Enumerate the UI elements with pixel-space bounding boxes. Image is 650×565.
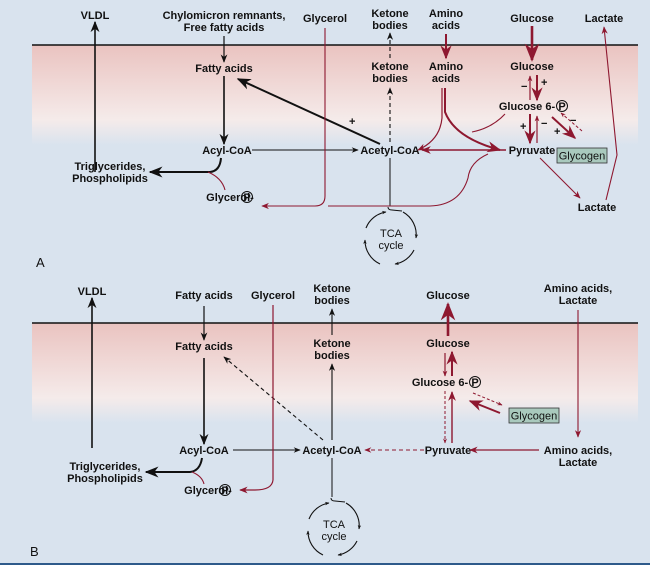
label-phospholipids: Phospholipids [72, 173, 148, 185]
svg-text:cycle: cycle [321, 531, 346, 543]
cell-interior-b [32, 323, 638, 423]
label-amino-out-1: Amino [429, 8, 464, 20]
label-ketone-out-1: Ketone [371, 8, 408, 20]
label-ketone-in-2: bodies [314, 350, 349, 362]
arrow-amino-to-pyruvate [444, 88, 502, 153]
label-glucose-out: Glucose [510, 13, 553, 25]
svg-text:TCA: TCA [380, 228, 403, 240]
curve-glycerol-p-join [207, 171, 226, 191]
label-ketone-out-2: bodies [372, 20, 407, 32]
label-triglycerides: Triglycerides, [70, 461, 141, 473]
label-phospholipids: Phospholipids [67, 473, 143, 485]
label-vldl-out: VLDL [81, 10, 110, 22]
tca-cycle-a: TCA cycle [363, 206, 419, 266]
sign-plus: + [520, 121, 526, 133]
glycogen-box-a: Glycogen [556, 147, 608, 164]
glycogen-box-b: Glycogen [508, 407, 560, 424]
arrow-g6p-to-glycogen [472, 392, 503, 406]
label-vldl-out: VLDL [78, 286, 107, 298]
sign-plus: + [349, 116, 355, 128]
svg-text:P: P [471, 377, 478, 389]
label-triglycerides: Triglycerides, [75, 161, 146, 173]
label-ketone-out-1: Ketone [313, 283, 350, 295]
sign-minus: − [521, 81, 527, 93]
arrow-pyruvate-to-lactate [539, 157, 581, 199]
arrow-lactate-out [601, 26, 618, 201]
label-aa-lactate-in-2: Lactate [559, 457, 598, 469]
sign-minus: − [570, 115, 576, 127]
sign-minus: − [541, 118, 547, 130]
label-fatty-acids-out: Fatty acids [175, 290, 232, 302]
curve-g6p-to-amino [471, 113, 506, 133]
svg-text:TCA: TCA [323, 519, 346, 531]
label-glucose-6-phosphate: Glucose 6- [499, 101, 556, 113]
svg-text:P: P [558, 101, 565, 113]
label-fatty-acids-in: Fatty acids [175, 341, 232, 353]
arrow-glycerol-to-glycerol-p [239, 305, 274, 494]
sign-plus: + [554, 126, 560, 138]
cell-interior-a [32, 45, 638, 145]
arrow-glycogen-to-g6p [468, 400, 501, 414]
tca-cycle-b: TCA cycle [306, 497, 362, 557]
label-lactate-out: Lactate [585, 13, 624, 25]
label-ketone-in-1: Ketone [371, 61, 408, 73]
label-glucose-in: Glucose [510, 61, 553, 73]
line-pyruvate-to-glycerol-p [328, 153, 489, 207]
arrow-acyl-coa-to-tg [144, 457, 203, 478]
label-fatty-acids-in: Fatty acids [195, 63, 252, 75]
label-lactate-in: Lactate [578, 202, 617, 214]
svg-text:cycle: cycle [378, 240, 403, 252]
panel-a: VLDL Chylomicron remnants, Free fatty ac… [32, 8, 638, 270]
panel-b: VLDL Fatty acids Glycerol Ketone bodies … [30, 283, 638, 559]
label-ketone-in-2: bodies [372, 73, 407, 85]
svg-text:Glycogen: Glycogen [511, 411, 557, 423]
phosphate-icon: P [556, 100, 568, 113]
arrow-glycerol-to-glycerol-p [261, 28, 326, 210]
curve-glycerol-p-join [191, 471, 205, 485]
label-glucose-6-phosphate: Glucose 6- [412, 377, 469, 389]
label-acetyl-coa: Acetyl-CoA [302, 445, 361, 457]
label-amino-out-2: acids [432, 20, 460, 32]
arrow-g6p-to-glycogen [551, 116, 577, 139]
arrow-acetyl-coa-to-fa [236, 78, 381, 145]
panel-letter-a: A [36, 255, 45, 270]
label-glycerol-out: Glycerol [251, 290, 295, 302]
svg-text:P: P [221, 485, 228, 497]
label-amino-in-2: acids [432, 73, 460, 85]
label-chylomicron-remnants: Chylomicron remnants, [163, 10, 286, 22]
label-ketone-in-1: Ketone [313, 338, 350, 350]
phosphate-icon: P [219, 484, 231, 497]
label-ketone-out-2: bodies [314, 295, 349, 307]
svg-text:Glycogen: Glycogen [559, 151, 605, 163]
label-acyl-coa: Acyl-CoA [179, 445, 229, 457]
panel-letter-b: B [30, 544, 39, 559]
arrow-acyl-coa-to-tg [148, 157, 222, 178]
label-free-fatty-acids: Free fatty acids [184, 22, 265, 34]
phosphate-icon: P [469, 376, 481, 389]
label-aa-lactate-out-2: Lactate [559, 295, 598, 307]
label-acetyl-coa: Acetyl-CoA [360, 145, 419, 157]
label-pyruvate: Pyruvate [509, 145, 555, 157]
phosphate-icon: P [241, 191, 253, 204]
label-glycerol-out: Glycerol [303, 13, 347, 25]
svg-text:P: P [243, 192, 250, 204]
label-glucose-out: Glucose [426, 290, 469, 302]
label-aa-lactate-out-1: Amino acids, [544, 283, 612, 295]
label-glucose-in: Glucose [426, 338, 469, 350]
label-amino-in-1: Amino [429, 61, 464, 73]
label-aa-lactate-in-1: Amino acids, [544, 445, 612, 457]
sign-plus: + [541, 77, 547, 89]
label-acyl-coa: Acyl-CoA [202, 145, 252, 157]
label-pyruvate: Pyruvate [425, 445, 471, 457]
